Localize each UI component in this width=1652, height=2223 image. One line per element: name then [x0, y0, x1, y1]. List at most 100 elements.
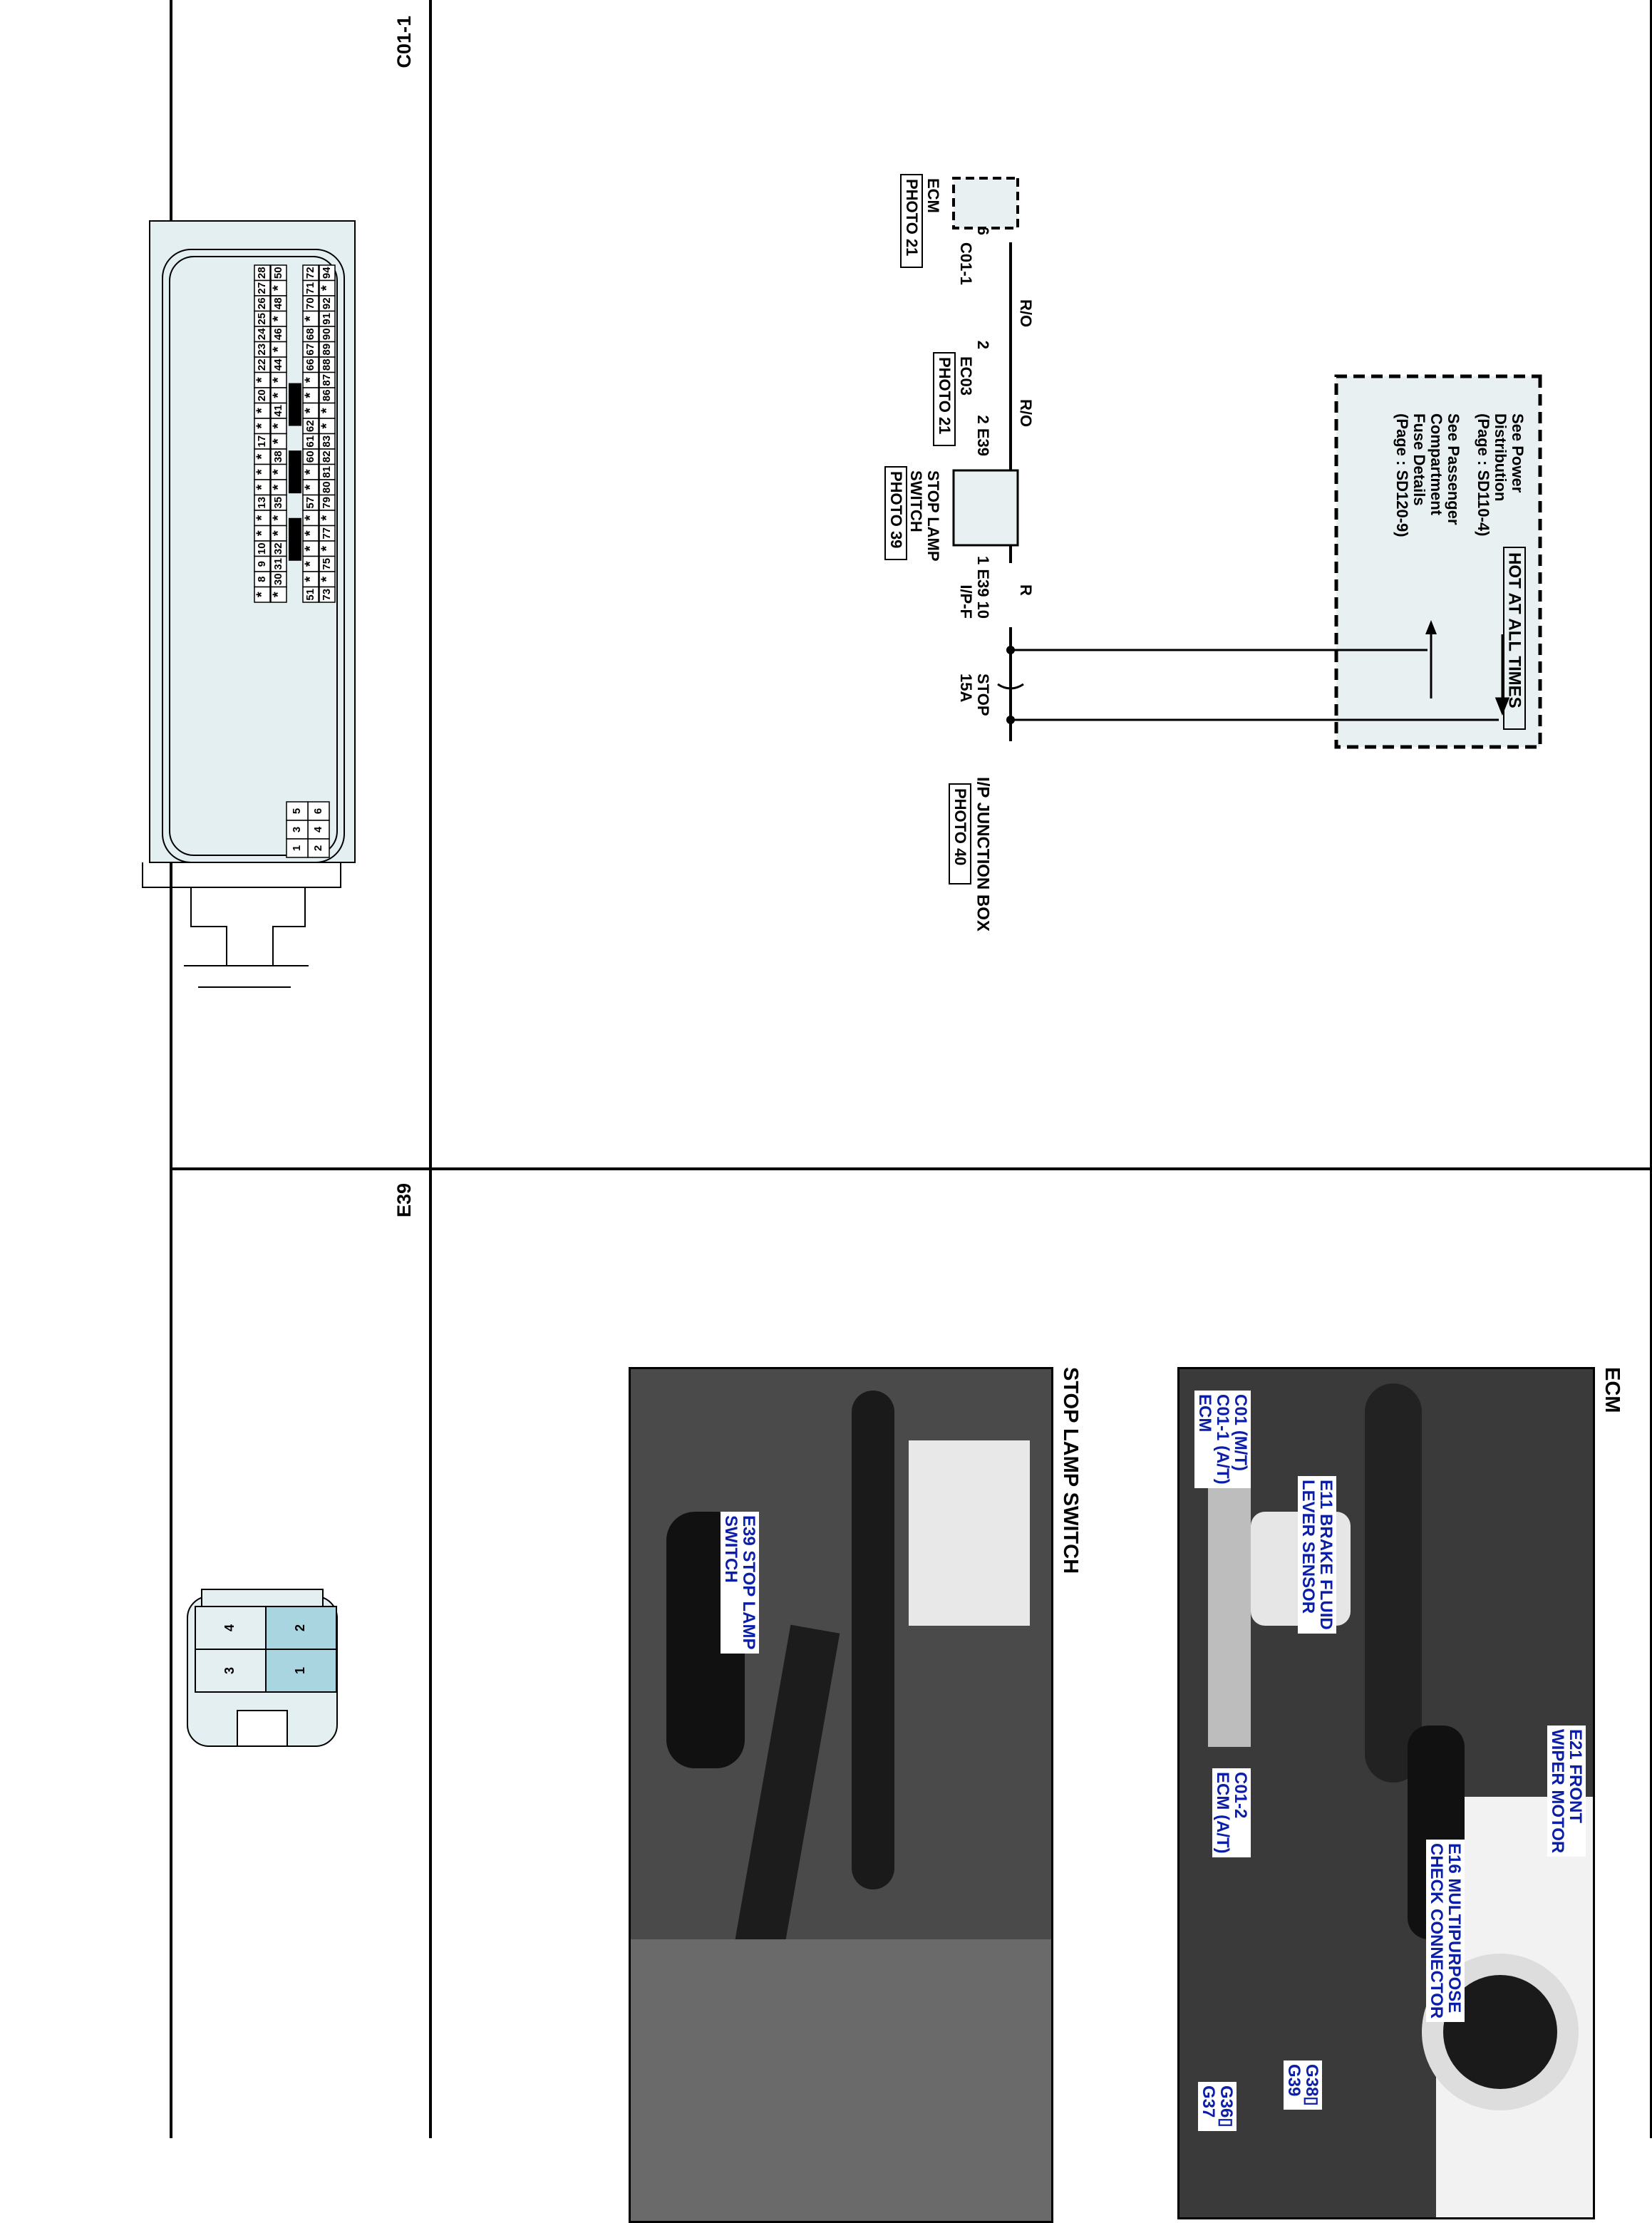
c01-pin-label-row-top-b: 71: [304, 282, 316, 294]
switch-photo-box: [884, 466, 907, 560]
c01-pin-label-row-bot-a: *: [270, 438, 286, 444]
ecm-label-c012: C01-2 ECM (A/T): [1212, 1768, 1251, 1857]
e39-key: [237, 1710, 288, 1747]
c01-pin-label-row-top-b: *: [302, 393, 318, 398]
power-ref-line1: See Power: [1509, 413, 1527, 493]
ecm-label-e11-line2: LEVER SENSOR: [1299, 1480, 1318, 1614]
c01-pin-label-row-bot-b: 8: [256, 577, 268, 582]
e39-pin-label: 2: [293, 1624, 307, 1631]
ref-branch-wires: [1011, 649, 1499, 721]
c01-pin-label-row-top-a: 92: [321, 297, 333, 309]
c01-inner-rim: [169, 256, 338, 856]
c01-pin-label-row-bot-a: 48: [272, 297, 284, 309]
ecm-photo: E21 FRONT WIPER MOTOR E11 BRAKE FLUID LE…: [1177, 1367, 1595, 2219]
junction-box-label: I/P JUNCTION BOX: [974, 777, 993, 932]
ecm-label-c01: C01 (M/T) C01-1 (A/T) ECM: [1194, 1391, 1251, 1488]
c01-pin-label-row-bot-a: 41: [272, 405, 284, 417]
switch-photo-label: PHOTO 39: [887, 471, 905, 548]
c01-pin-label-row-top-b: *: [302, 561, 318, 567]
ec03-photo-box: [933, 352, 956, 446]
c01-pin-label-row-bot-b: *: [254, 485, 269, 490]
c01-pin-label-row-bot-a: 44: [272, 359, 284, 371]
c01-pin-cell-row-top-a: [319, 586, 336, 603]
c01-pin-label-row-bot-b: *: [254, 515, 269, 521]
junction-box-outline: [1334, 374, 1542, 749]
c01-pin-label-row-top-b: *: [302, 316, 318, 321]
c01-pin-label-row-bot-b: *: [254, 377, 269, 383]
c01-pin-label-row-bot-a: *: [270, 530, 286, 536]
c01-pin-label-row-bot-b: 17: [256, 435, 268, 448]
ecm-photo-hose: [1365, 1383, 1422, 1783]
c01-pin-label-row-top-a: 87: [321, 374, 333, 386]
ecm-label-c01-line1: C01 (M/T): [1231, 1394, 1250, 1471]
stop-lamp-switch-box: [952, 469, 1019, 547]
ecm-box: [952, 177, 1019, 229]
c01-pin-label-row-bot-a: *: [270, 485, 286, 490]
ec03-photo-label: PHOTO 21: [936, 357, 954, 434]
c01-pin-label-row-bot-a: 31: [272, 558, 284, 570]
c01-pin-label-row-top-b: *: [302, 469, 318, 475]
c01-block-label: 5: [291, 808, 303, 814]
ecm-label-e16-line2: CHECK CONNECTOR: [1427, 1843, 1446, 2019]
e39-pin-label: 3: [222, 1667, 237, 1674]
c01-pin-label-row-top-a: 81: [321, 466, 333, 478]
ec03-connector-label: EC03: [957, 356, 975, 396]
c01-pin-label-row-top-a: 89: [321, 344, 333, 356]
switch-name-line2: SWITCH: [907, 470, 925, 532]
ecm-label-e21: E21 FRONT WIPER MOTOR: [1547, 1726, 1586, 1857]
ecm-name-label: ECM: [924, 178, 942, 213]
c01-pin-cell-row-bot-b: [254, 586, 271, 603]
ecm-photo-box: [900, 174, 923, 268]
c01-pin-label-row-bot-a: *: [270, 423, 286, 429]
c01-pin-label-row-bot-b: *: [254, 592, 269, 597]
switch-pin1-label: 1 E39: [974, 556, 992, 597]
c01-pin-label-row-top-b: 60: [304, 450, 316, 463]
c01-pin-label-row-bot-b: 28: [256, 267, 268, 279]
c01-pin-label-row-bot-b: *: [254, 423, 269, 429]
c01-pin-label-row-top-a: *: [319, 577, 334, 582]
c01-pin-label-row-top-b: 66: [304, 359, 316, 371]
fuse-ref-line3: Fuse Details: [1410, 413, 1428, 506]
c01-pin-label-row-top-a: 94: [321, 267, 333, 279]
wire-ro-1-label: R/O: [1017, 399, 1035, 427]
c01-pin-label-row-top-a: 86: [321, 389, 333, 401]
c01-pin-label-row-bot-b: *: [254, 454, 269, 460]
c01-pin-label-row-top-a: 79: [321, 497, 333, 509]
ecm-label-g38-line2: G39: [1284, 2064, 1303, 2097]
c01-key-bar: [289, 517, 301, 561]
c01-pin-label-row-bot-a: 46: [272, 328, 284, 340]
stop-photo-title: STOP LAMP SWITCH: [1059, 1367, 1082, 1574]
stop-label-e39-line2: SWITCH: [721, 1515, 740, 1583]
c01-pin-label-row-top-a: 73: [321, 589, 333, 601]
c01-pin-label-row-bot-a: 32: [272, 542, 284, 555]
c01-pin-label-row-bot-b: 27: [256, 282, 268, 294]
ipf-connector-label: I/P-F: [957, 584, 975, 619]
fuse-ref-line2: Compartment: [1428, 413, 1445, 516]
c01-pin-label-row-bot-a: *: [270, 515, 286, 521]
ecm-connector-label: C01-1: [957, 242, 975, 285]
ecm-label-c01-line2: C01-1 (A/T): [1213, 1394, 1232, 1485]
ecm-label-g36-line1: G36▯: [1217, 2085, 1236, 2127]
c01-pin-label-row-bot-b: 26: [256, 297, 268, 309]
power-ref-arrow: [1494, 634, 1510, 716]
c01-pin-label-row-top-a: 83: [321, 435, 333, 448]
c01-key-bar: [289, 450, 301, 494]
c01-pin-label-row-top-a: 82: [321, 450, 333, 463]
c01-pin-label-row-bot-a: *: [270, 393, 286, 398]
power-ref-line3: (Page : SD110-4): [1475, 413, 1492, 536]
c01-pin-label-row-top-b: 70: [304, 297, 316, 309]
ecm-label-e11: E11 BRAKE FLUID LEVER SENSOR: [1298, 1476, 1336, 1634]
c01-pin-label-row-top-a: *: [319, 515, 334, 521]
ecm-label-c01-line3: ECM: [1195, 1394, 1214, 1433]
c01-pin-label-row-bot-a: 30: [272, 573, 284, 585]
c01-pin-label-row-top-a: 88: [321, 359, 333, 371]
c01-pin-label-row-bot-a: 35: [272, 497, 284, 509]
c01-pin-label-row-top-b: *: [302, 408, 318, 413]
ecm-label-g36-line2: G37: [1199, 2085, 1218, 2118]
c01-pin-label-row-top-b: *: [302, 577, 318, 582]
c01-latch: [142, 862, 341, 988]
stop-photo-carpet: [631, 1939, 1051, 2221]
c01-pin-label-row-top-b: 62: [304, 420, 316, 432]
c01-pin-cell-row-top-b: [302, 586, 319, 603]
